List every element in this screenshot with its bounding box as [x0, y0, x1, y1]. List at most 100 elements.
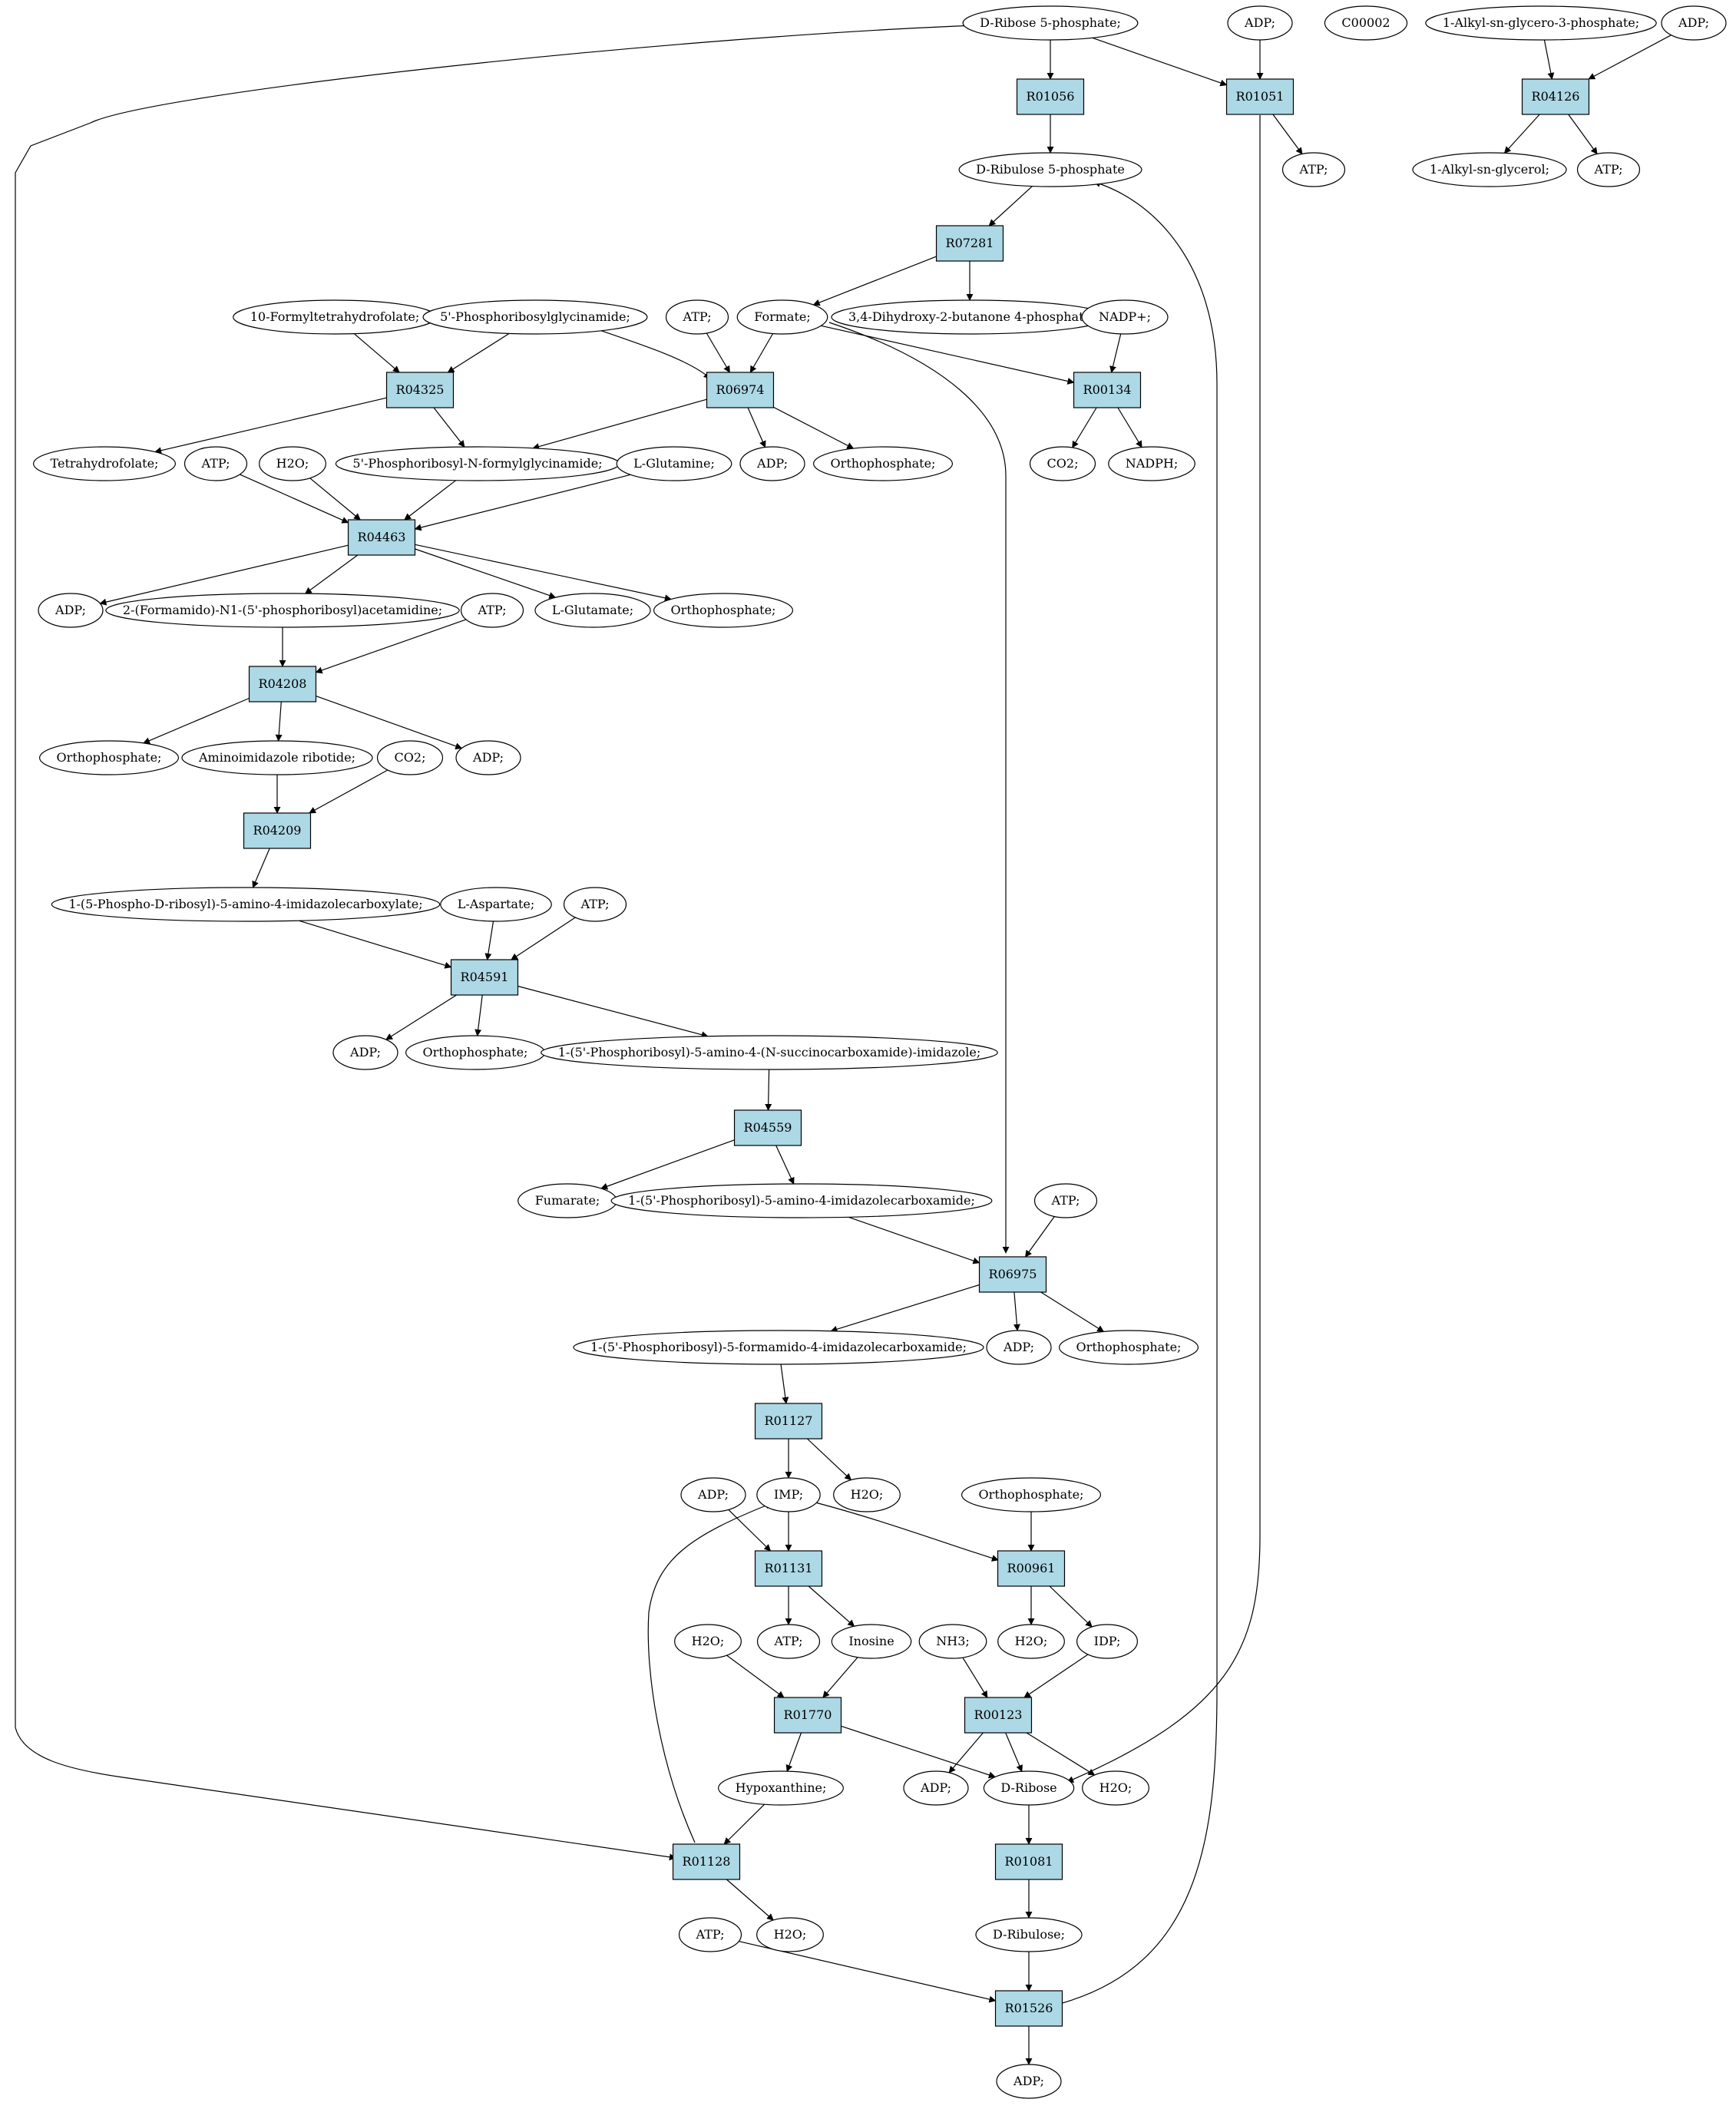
reaction-node: R04591 — [450, 959, 519, 996]
compound-label: C00002 — [1341, 15, 1390, 30]
edge-arrow — [304, 554, 359, 594]
compound-label: 1-(5'-Phosphoribosyl)-5-formamido-4-imid… — [590, 1340, 967, 1354]
reaction-node: R01128 — [672, 1843, 741, 1880]
edge-path — [773, 406, 855, 449]
edge-arrow — [806, 1438, 852, 1481]
edge-arrow — [747, 407, 766, 448]
compound-label: Fumarate; — [535, 1193, 600, 1208]
edge-arrow — [841, 1725, 996, 1779]
compound-node: Orthophosphate; — [38, 740, 180, 775]
compound-node: ATP; — [678, 1917, 742, 1952]
reaction-label: R06974 — [716, 382, 765, 397]
compound-node: ATP; — [563, 887, 627, 922]
compound-node: L-Glutamine; — [616, 446, 732, 481]
compound-node: ADP; — [455, 740, 521, 775]
edge-path — [1013, 1291, 1020, 1331]
edge-arrow — [143, 697, 250, 744]
edge-arrow — [1109, 333, 1122, 373]
edge-path — [143, 697, 250, 744]
edge-arrow — [1013, 1291, 1020, 1331]
edge-arrow — [517, 985, 709, 1039]
edge-path — [830, 1284, 980, 1333]
compound-node: D-Ribulose 5-phosphate — [958, 152, 1142, 187]
edge-arrow — [1005, 1732, 1023, 1773]
edge-arrow — [749, 333, 774, 373]
edge-path — [647, 1502, 772, 1843]
edge-arrow — [726, 1654, 785, 1698]
edge-path — [785, 1732, 802, 1772]
compound-label: Formate; — [754, 309, 811, 324]
edge-path — [385, 994, 457, 1040]
edge-arrow — [1024, 1216, 1055, 1258]
compound-node: ATP; — [460, 593, 524, 628]
edge-arrow — [988, 186, 1033, 226]
edge-arrow — [812, 1501, 999, 1562]
edge-arrow — [275, 701, 283, 742]
edge-path — [15, 24, 999, 1861]
reaction-node: R06974 — [706, 372, 775, 408]
compound-node: ADP; — [739, 446, 805, 481]
compound-label: NH3; — [936, 1634, 970, 1648]
edge-path — [812, 1501, 999, 1562]
compound-label: CO2; — [395, 750, 426, 765]
edge-arrow — [415, 544, 672, 602]
compound-label: NADP+; — [1099, 309, 1151, 324]
compound-node: H2O; — [833, 1477, 901, 1512]
compound-label: L-Glutamate; — [552, 603, 633, 617]
compound-node: 2-(Formamido)-N1-(5'-phosphoribosyl)acet… — [105, 593, 460, 628]
compound-node: Orthophosphate; — [405, 1035, 546, 1070]
edge-arrow — [1588, 35, 1672, 80]
compound-label: Orthophosphate; — [423, 1045, 528, 1059]
edge-path — [1005, 1732, 1023, 1773]
edge-path — [1024, 1216, 1055, 1258]
reaction-node: R01770 — [773, 1697, 842, 1734]
compound-label: ATP; — [696, 1927, 725, 1942]
compound-node: D-Ribulose; — [975, 1917, 1083, 1952]
compound-label: ATP; — [201, 456, 230, 471]
edge-arrow — [414, 474, 631, 531]
edge-arrow — [1023, 1654, 1089, 1698]
reaction-label: R04325 — [396, 382, 445, 397]
reaction-node: R00123 — [964, 1697, 1033, 1734]
compound-label: D-Ribose — [1000, 1780, 1056, 1795]
edge-arrow — [583, 324, 711, 379]
edge-path — [309, 478, 361, 521]
compound-label: 1-Alkyl-sn-glycero-3-phosphate; — [1443, 15, 1639, 30]
compound-node: ATP; — [756, 1624, 821, 1659]
compound-label: 5'-Phosphoribosyl-N-formylglycinamide; — [352, 456, 602, 471]
edge-path — [728, 1509, 772, 1552]
compound-node: ADP; — [1661, 5, 1727, 41]
compound-node: ATP; — [184, 446, 248, 481]
edge-arrow — [808, 1585, 855, 1627]
compound-label: Orthophosphate; — [671, 603, 776, 617]
compound-node: Tetrahydrofolate; — [32, 446, 177, 481]
compound-node: ATP; — [1576, 152, 1641, 187]
compound-label: ADP; — [55, 603, 86, 617]
edge-path — [433, 407, 465, 448]
compound-node: NADPH; — [1108, 446, 1195, 481]
compound-label: ATP; — [774, 1634, 803, 1648]
edge-path — [1066, 115, 1261, 1783]
edge-path — [775, 1145, 795, 1185]
edge-arrow — [821, 325, 1075, 385]
edge-arrow — [723, 1803, 765, 1845]
edge-path — [275, 701, 283, 742]
compound-node: ATP; — [1281, 152, 1346, 187]
compound-node: IDP; — [1076, 1624, 1138, 1659]
compound-node: ATP; — [1033, 1183, 1098, 1218]
compound-label: ADP; — [756, 456, 788, 471]
compound-label: ADP; — [920, 1780, 951, 1795]
edge-path — [1049, 1585, 1093, 1628]
compound-node: ADP; — [38, 593, 104, 628]
edge-arrow — [1040, 1291, 1105, 1333]
edge-path — [1109, 333, 1122, 373]
reaction-node: R04325 — [385, 372, 455, 408]
edge-arrow — [309, 769, 389, 814]
edge-arrow — [1059, 180, 1218, 2005]
edge-path — [309, 769, 389, 814]
edge-path — [353, 333, 400, 373]
edge-arrow — [252, 848, 270, 888]
reaction-label: R01526 — [1005, 2001, 1053, 2015]
edge-path — [484, 921, 494, 960]
